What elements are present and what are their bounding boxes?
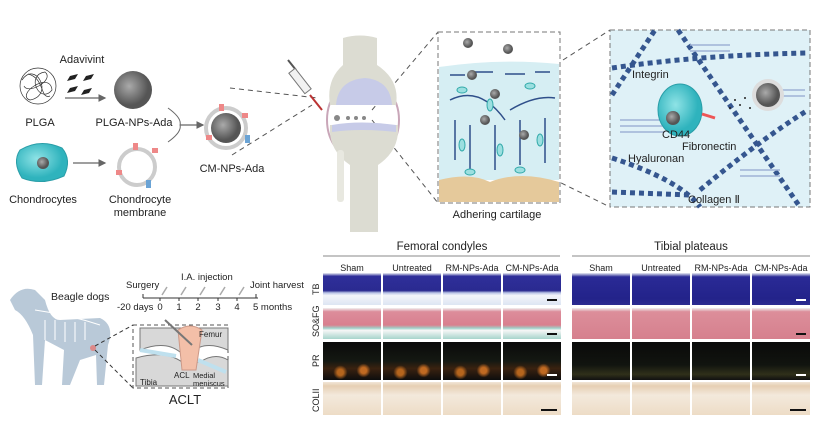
histology-image bbox=[443, 342, 501, 380]
plga-polymer-icon bbox=[19, 67, 57, 105]
histology-image bbox=[572, 308, 630, 339]
region-title: Femoral condyles bbox=[396, 241, 488, 253]
histology-image bbox=[443, 273, 501, 305]
tick-label: 5 months bbox=[253, 302, 293, 313]
tibia-label: Tibia bbox=[140, 378, 158, 387]
histology-image bbox=[752, 342, 810, 380]
adavivint-drug-icon bbox=[67, 74, 94, 95]
plga-nps-label: PLGA-NPs-Ada bbox=[95, 117, 173, 129]
fibronectin-label: Fibronectin bbox=[682, 141, 737, 153]
meniscus-label-line2: meniscus bbox=[193, 379, 225, 388]
scale-bar bbox=[541, 409, 557, 411]
beagle-label: Beagle dogs bbox=[51, 291, 110, 303]
membrane-label-line2: membrane bbox=[113, 207, 167, 219]
group-header: Sham bbox=[589, 263, 613, 273]
scale-bar bbox=[796, 374, 806, 376]
group-header: CM-NPs-Ada bbox=[505, 263, 559, 273]
injection-syringe-icons bbox=[161, 286, 245, 296]
histology-image bbox=[443, 382, 501, 415]
histology-image bbox=[323, 342, 381, 380]
cm-nps-label: CM-NPs-Ada bbox=[199, 163, 265, 175]
group-header: RM-NPs-Ada bbox=[694, 263, 748, 273]
tick-label: 1 bbox=[176, 302, 182, 313]
stain-label: SO&FG bbox=[311, 305, 321, 338]
cm-nanoparticle-icon bbox=[756, 83, 780, 107]
chondrocytes-label: Chondrocytes bbox=[9, 194, 77, 206]
plga-nanoparticle-icon bbox=[114, 71, 152, 109]
aclt-label: ACLT bbox=[168, 392, 202, 407]
group-header: Untreated bbox=[392, 263, 432, 273]
histology-image bbox=[572, 382, 630, 415]
histology-image bbox=[383, 273, 441, 305]
scale-bar bbox=[796, 299, 806, 301]
group-header: CM-NPs-Ada bbox=[754, 263, 808, 273]
histology-image bbox=[752, 382, 810, 415]
histology-image bbox=[632, 308, 690, 339]
aclt-diagram bbox=[132, 319, 229, 389]
histology-image bbox=[503, 273, 561, 305]
region-title: Tibial plateaus bbox=[654, 241, 728, 253]
acl-label: ACL bbox=[174, 371, 190, 380]
scale-bar bbox=[796, 333, 806, 335]
histology-image bbox=[383, 382, 441, 415]
histology-image bbox=[692, 308, 750, 339]
tick-label: 2 bbox=[195, 302, 201, 313]
chondrocyte-membrane-icon bbox=[116, 143, 158, 188]
histology-image bbox=[632, 382, 690, 415]
harvest-label: Joint harvest bbox=[250, 280, 304, 291]
injection-label: I.A. injection bbox=[181, 272, 233, 283]
femur-label: Femur bbox=[199, 330, 223, 339]
group-header: Untreated bbox=[641, 263, 681, 273]
scale-bar bbox=[547, 299, 557, 301]
histology-image bbox=[443, 308, 501, 339]
integrin-label: Integrin bbox=[632, 69, 669, 81]
plga-label: PLGA bbox=[25, 117, 55, 129]
histology-image bbox=[572, 342, 630, 380]
histology-image bbox=[632, 273, 690, 305]
cm-nanoparticle-icon bbox=[204, 104, 250, 150]
hyaluronan-label: Hyaluronan bbox=[628, 153, 685, 165]
membrane-label-line1: Chondrocyte bbox=[108, 194, 172, 206]
histology-image bbox=[323, 273, 381, 305]
histology-image bbox=[752, 308, 810, 339]
scale-bar bbox=[547, 374, 557, 376]
beagle-dog-icon bbox=[10, 288, 111, 385]
histology-image bbox=[503, 382, 561, 415]
scale-bar bbox=[790, 409, 806, 411]
adavivint-label: Adavivint bbox=[59, 54, 105, 66]
syringe-icon bbox=[287, 59, 323, 111]
stain-label: TB bbox=[311, 282, 321, 295]
tick-label: 0 bbox=[157, 302, 163, 313]
tick-label: -20 days bbox=[117, 302, 154, 313]
collagen-label: Collagen Ⅱ bbox=[688, 194, 740, 206]
group-header: Sham bbox=[340, 263, 364, 273]
histology-image bbox=[383, 308, 441, 339]
histology-image bbox=[752, 273, 810, 305]
timeline-ticks bbox=[142, 294, 257, 301]
cartilage-zoom-panel bbox=[437, 31, 561, 204]
surgery-label: Surgery bbox=[126, 280, 160, 291]
histology-image bbox=[692, 273, 750, 305]
group-header: RM-NPs-Ada bbox=[445, 263, 499, 273]
ecm-interaction-panel bbox=[609, 28, 811, 209]
adhering-cartilage-label: Adhering cartilage bbox=[452, 209, 542, 221]
histology-image bbox=[692, 342, 750, 380]
tick-label: 3 bbox=[215, 302, 221, 313]
histology-image bbox=[383, 342, 441, 380]
histology-image bbox=[572, 273, 630, 305]
cd44-label: CD44 bbox=[662, 129, 691, 141]
histology-image bbox=[503, 342, 561, 380]
knee-joint-icon bbox=[326, 35, 400, 232]
meniscus-label-line1: Medial bbox=[193, 371, 216, 380]
histology-image bbox=[692, 382, 750, 415]
stain-label: COLII bbox=[311, 388, 321, 413]
stain-label: PR bbox=[311, 353, 321, 367]
histology-image bbox=[323, 308, 381, 339]
tick-label: 4 bbox=[234, 302, 240, 313]
histology-image bbox=[323, 382, 381, 415]
scale-bar bbox=[547, 333, 557, 335]
histology-image bbox=[503, 308, 561, 339]
histology-image bbox=[632, 342, 690, 380]
